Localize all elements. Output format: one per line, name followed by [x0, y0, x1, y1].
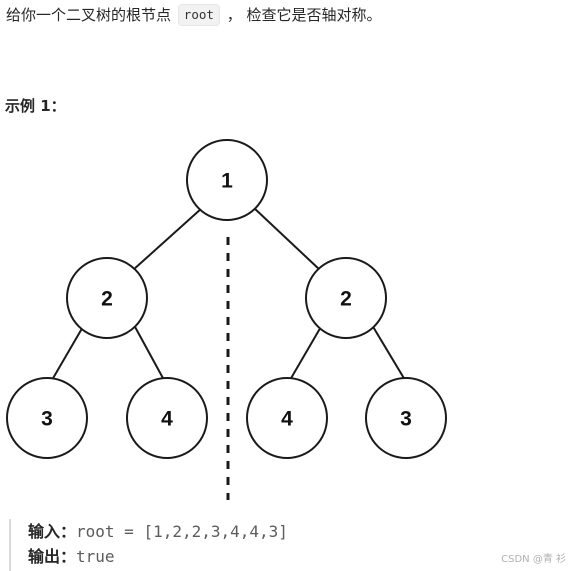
inline-code-root: root	[177, 4, 220, 26]
problem-statement: 给你一个二叉树的根节点 root ， 检查它是否轴对称。	[6, 3, 381, 27]
edge-root-left	[132, 207, 203, 271]
edge-left-leftchild	[51, 324, 85, 381]
tree-node-right: 2	[305, 257, 387, 339]
tree-node-left-left: 3	[6, 377, 88, 459]
node-label-left-left: 3	[41, 408, 53, 431]
problem-text-before: 给你一个二叉树的根节点	[6, 6, 172, 24]
problem-text-after: ， 检查它是否轴对称。	[226, 6, 382, 24]
tree-node-left-right: 4	[126, 377, 208, 459]
node-label-right: 2	[340, 288, 352, 311]
edge-left-rightchild	[133, 324, 165, 381]
node-label-left-right: 4	[161, 408, 173, 431]
tree-node-right-right: 3	[365, 377, 447, 459]
node-label-left: 2	[101, 288, 113, 311]
edge-right-rightchild	[371, 324, 406, 381]
example-title: 示例 1：	[5, 97, 66, 115]
output-line: 输出：true	[28, 544, 479, 569]
tree-node-left: 2	[66, 257, 148, 339]
input-label: 输入：	[28, 522, 77, 541]
input-line: 输入：root = [1,2,2,3,4,4,3]	[28, 519, 479, 544]
example-io-block: 输入：root = [1,2,2,3,4,4,3] 输出：true	[9, 519, 479, 571]
edge-root-right	[253, 207, 321, 271]
input-value: root = [1,2,2,3,4,4,3]	[76, 522, 288, 541]
node-label-root: 1	[221, 170, 233, 193]
output-label: 输出：	[28, 547, 77, 566]
edge-right-leftchild	[289, 324, 323, 381]
tree-node-right-left: 4	[246, 377, 328, 459]
node-label-right-right: 3	[400, 408, 412, 431]
tree-node-root: 1	[186, 139, 268, 221]
node-label-right-left: 4	[281, 408, 293, 431]
output-value: true	[76, 547, 115, 566]
watermark: CSDN @青 衫	[501, 554, 566, 565]
